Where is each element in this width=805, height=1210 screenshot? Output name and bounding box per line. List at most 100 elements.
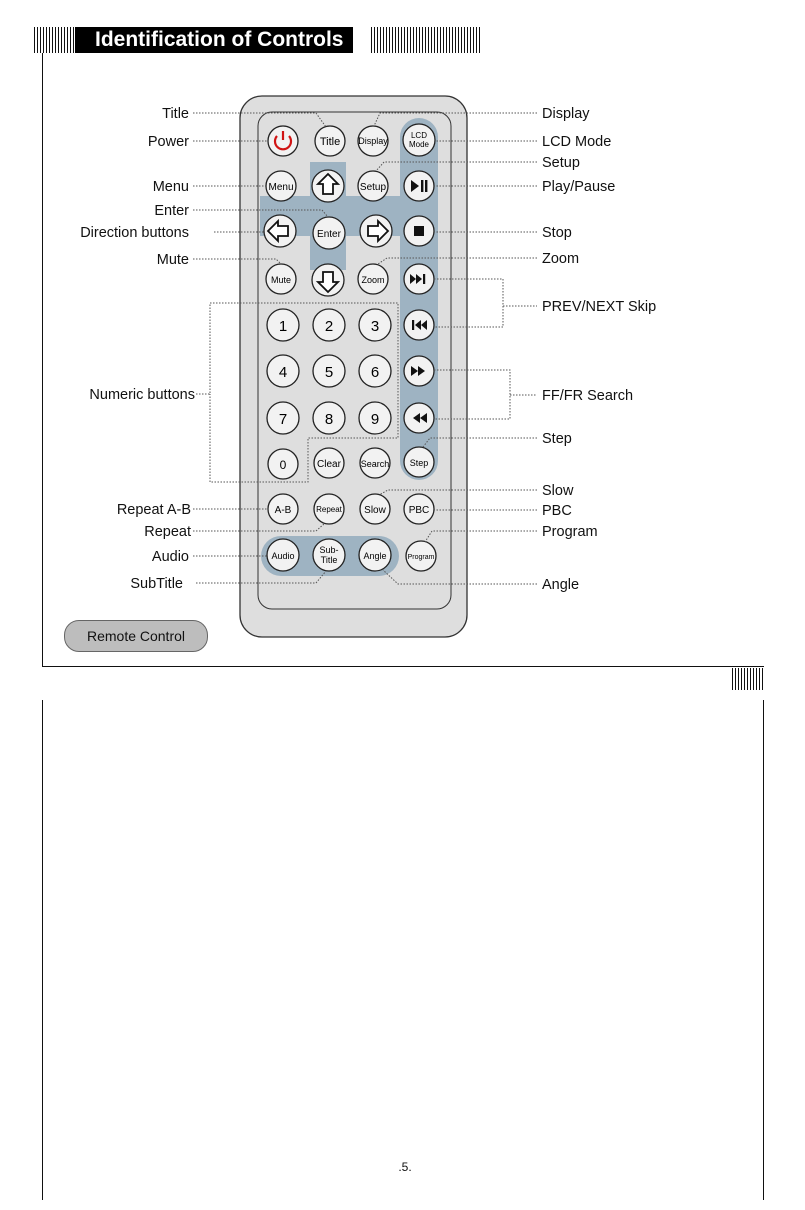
num-2-label: 2 [325, 318, 333, 335]
num-5-label: 5 [325, 364, 333, 381]
slow-button-label: Slow [364, 505, 386, 516]
stop-icon [414, 226, 424, 236]
label-title: Title [162, 106, 189, 122]
arrow-up-icon [315, 172, 341, 195]
display-button-label: Display [358, 136, 388, 146]
label-zoom: Zoom [542, 251, 579, 267]
menu-button-label: Menu [268, 182, 293, 193]
ab-button[interactable] [267, 493, 299, 525]
num-6-button[interactable] [358, 354, 392, 388]
power-icon [273, 131, 293, 151]
title-button-label: Title [320, 136, 340, 148]
frame-left-bottom [42, 700, 43, 1200]
num-6-label: 6 [371, 364, 379, 381]
subtitle-label-line2: Title [321, 555, 338, 565]
lcd-mode-label-line2: Mode [409, 140, 430, 149]
next-icon [410, 274, 426, 284]
label-ff-fr-search: FF/FR Search [542, 388, 633, 404]
remote-control-caption: Remote Control [64, 620, 208, 652]
lcd-mode-button[interactable] [402, 123, 436, 157]
rewind-icon [413, 413, 427, 423]
program-button-label: Program [408, 554, 435, 561]
clear-button[interactable] [313, 447, 345, 479]
label-play-pause: Play/Pause [542, 179, 615, 195]
frame-right-bottom [763, 700, 764, 1200]
step-button-label: Step [410, 458, 429, 468]
setup-button-label: Setup [360, 182, 387, 193]
setup-button[interactable] [357, 170, 389, 202]
page-number: .5. [398, 1160, 412, 1174]
label-setup: Setup [542, 155, 580, 171]
page-title: Identification of Controls [75, 27, 354, 53]
label-display: Display [542, 106, 590, 122]
ab-button-label: A-B [275, 505, 292, 516]
header-hatch-right [371, 27, 482, 53]
num-5-button[interactable] [312, 354, 346, 388]
search-button[interactable] [359, 447, 391, 479]
num-8-button[interactable] [312, 401, 346, 435]
program-button[interactable] [405, 540, 437, 572]
audio-button-label: Audio [271, 551, 294, 561]
num-7-button[interactable] [266, 401, 300, 435]
repeat-button[interactable] [313, 493, 345, 525]
num-3-button[interactable] [358, 308, 392, 342]
num-9-button[interactable] [358, 401, 392, 435]
enter-button-label: Enter [317, 229, 342, 240]
mute-button-label: Mute [271, 275, 291, 285]
label-prev-next-skip: PREV/NEXT Skip [542, 299, 656, 315]
label-direction-buttons: Direction buttons [80, 225, 189, 241]
num-0-button[interactable] [267, 448, 299, 480]
subtitle-button[interactable] [312, 538, 346, 572]
label-audio: Audio [152, 549, 189, 565]
display-button[interactable] [357, 125, 389, 157]
zoom-button[interactable] [357, 263, 389, 295]
label-power: Power [148, 134, 189, 150]
label-repeat: Repeat [144, 524, 191, 540]
arrow-right-icon [367, 218, 390, 244]
power-button[interactable] [267, 125, 299, 157]
arrow-down-icon [315, 271, 341, 294]
label-slow: Slow [542, 483, 574, 499]
label-angle: Angle [542, 577, 579, 593]
step-button[interactable] [403, 446, 435, 478]
enter-button[interactable] [312, 216, 346, 250]
label-pbc: PBC [542, 503, 572, 519]
prev-icon [412, 320, 427, 330]
num-7-label: 7 [279, 411, 287, 428]
frame-bottom-line [42, 666, 764, 667]
fast-forward-icon [411, 366, 425, 376]
label-mute: Mute [157, 252, 189, 268]
pbc-button[interactable] [403, 493, 435, 525]
angle-button[interactable] [358, 538, 392, 572]
label-menu: Menu [153, 179, 189, 195]
pbc-button-label: PBC [409, 505, 430, 516]
right-column-track [400, 118, 438, 480]
subtitle-label-line1: Sub- [319, 545, 338, 555]
num-4-button[interactable] [266, 354, 300, 388]
label-subtitle: SubTitle [130, 576, 183, 592]
label-lcd-mode: LCD Mode [542, 134, 611, 150]
label-enter: Enter [154, 203, 189, 219]
num-1-button[interactable] [266, 308, 300, 342]
label-numeric-buttons: Numeric buttons [89, 387, 195, 403]
remote-diagram: Title Display LCD Mode Menu Setup Enter … [80, 95, 656, 638]
zoom-button-label: Zoom [361, 275, 384, 285]
label-stop: Stop [542, 225, 572, 241]
frame-left-top [42, 53, 43, 666]
header-hatch-left [34, 27, 74, 53]
footer-hatch [732, 668, 764, 690]
title-button[interactable] [314, 125, 346, 157]
num-0-label: 0 [280, 458, 287, 472]
play-pause-icon [411, 180, 428, 192]
arrow-left-icon [266, 218, 289, 244]
search-button-label: Search [361, 459, 390, 469]
label-program: Program [542, 524, 598, 540]
num-8-label: 8 [325, 411, 333, 428]
repeat-button-label: Repeat [316, 505, 343, 514]
slow-button[interactable] [359, 493, 391, 525]
audio-button[interactable] [266, 538, 300, 572]
num-2-button[interactable] [312, 308, 346, 342]
num-1-label: 1 [279, 318, 287, 335]
label-step: Step [542, 431, 572, 447]
